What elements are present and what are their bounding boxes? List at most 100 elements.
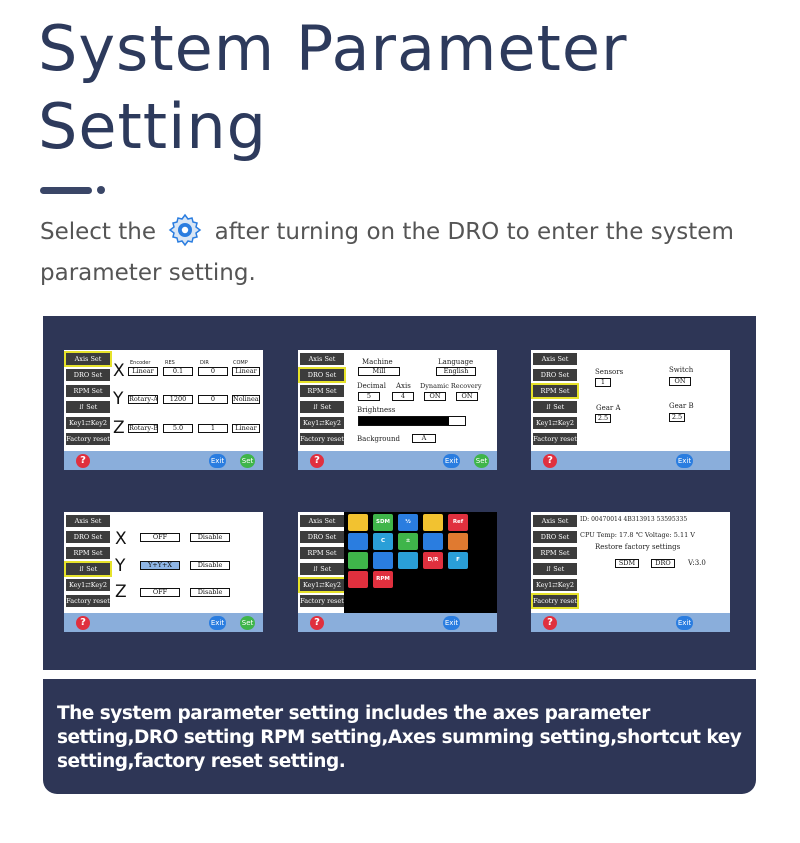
f-icon[interactable]: F xyxy=(448,552,468,569)
menu-sum-set[interactable]: ⇵ Set xyxy=(300,401,344,413)
axis-x-encoder[interactable]: Linear xyxy=(128,367,158,376)
menu-key-swap[interactable]: Key1⇄Key2 xyxy=(66,579,110,591)
axis-x-comp[interactable]: Linear xyxy=(232,367,260,376)
help-button[interactable]: ? xyxy=(310,616,324,630)
menu-sum-set[interactable]: ⇵ Set xyxy=(64,561,112,577)
axis-value[interactable]: 4 xyxy=(392,392,414,401)
menu-axis-set[interactable]: Axis Set xyxy=(533,353,577,365)
axis-x-res[interactable]: 0.1 xyxy=(163,367,193,376)
language-value[interactable]: English xyxy=(436,367,476,376)
face-icon[interactable] xyxy=(448,533,468,550)
exit-button[interactable]: Exit xyxy=(209,616,226,630)
menu-key-swap[interactable]: Key1⇄Key2 xyxy=(533,579,577,591)
gear-a-value[interactable]: 2.5 xyxy=(595,414,611,423)
help-button[interactable]: ? xyxy=(310,454,324,468)
bluetooth-icon[interactable] xyxy=(423,533,443,550)
exit-button[interactable]: Exit xyxy=(209,454,226,468)
menu-factory-reset[interactable]: Factory reset xyxy=(300,433,344,445)
menu-key-swap[interactable]: Key1⇄Key2 xyxy=(298,577,346,593)
sdm-icon[interactable]: SDM xyxy=(373,514,393,531)
recovery-value-1[interactable]: ON xyxy=(424,392,446,401)
set-button[interactable]: Set xyxy=(474,454,489,468)
decimal-value[interactable]: 5 xyxy=(358,392,380,401)
sum-x-formula[interactable]: OFF xyxy=(140,533,180,542)
menu-factory-reset[interactable]: Factory reset xyxy=(66,595,110,607)
set-button[interactable]: Set xyxy=(240,616,255,630)
arrow-icon[interactable] xyxy=(398,552,418,569)
menu-sum-set[interactable]: ⇵ Set xyxy=(533,563,577,575)
exit-button[interactable]: Exit xyxy=(676,454,693,468)
exit-button[interactable]: Exit xyxy=(443,454,460,468)
help-button[interactable]: ? xyxy=(543,616,557,630)
sum-x-state[interactable]: Disable xyxy=(190,533,230,542)
axis-z-encoder[interactable]: Rotary-B xyxy=(128,424,158,433)
axis-y-comp[interactable]: Nolinear xyxy=(232,395,260,404)
machine-value[interactable]: Mill xyxy=(358,367,400,376)
restore-sdm-button[interactable]: SDM xyxy=(615,559,639,568)
menu-key-swap[interactable]: Key1⇄Key2 xyxy=(66,417,110,429)
gear-b-value[interactable]: 2.5 xyxy=(669,413,685,422)
light-icon[interactable] xyxy=(423,514,443,531)
help-button[interactable]: ? xyxy=(543,454,557,468)
menu-dro-set[interactable]: DRO Set xyxy=(298,367,346,383)
rpm-icon[interactable]: RPM xyxy=(373,571,393,588)
axis-y-dir[interactable]: 0 xyxy=(198,395,228,404)
plus-minus-icon[interactable]: ± xyxy=(398,533,418,550)
menu-factory-reset[interactable]: Factory reset xyxy=(66,433,110,445)
settings-icon[interactable] xyxy=(348,533,368,550)
menu-sum-set[interactable]: ⇵ Set xyxy=(533,401,577,413)
axis-z-comp[interactable]: Linear xyxy=(232,424,260,433)
menu-axis-set[interactable]: Axis Set xyxy=(300,353,344,365)
menu-axis-set[interactable]: Axis Set xyxy=(300,515,344,527)
help-icon[interactable] xyxy=(348,571,368,588)
triangle-icon[interactable] xyxy=(373,552,393,569)
menu-dro-set[interactable]: DRO Set xyxy=(66,531,110,543)
sun-icon[interactable] xyxy=(348,514,368,531)
restore-dro-button[interactable]: DRO xyxy=(651,559,675,568)
menu-rpm-set[interactable]: RPM Set xyxy=(533,547,577,559)
sum-y-state[interactable]: Disable xyxy=(190,561,230,570)
menu-dro-set[interactable]: DRO Set xyxy=(300,531,344,543)
axis-x-dir[interactable]: 0 xyxy=(198,367,228,376)
menu-dro-set[interactable]: DRO Set xyxy=(533,369,577,381)
menu-factory-reset[interactable]: Facotry reset xyxy=(531,593,579,609)
axis-z-dir[interactable]: 1 xyxy=(198,424,228,433)
help-button[interactable]: ? xyxy=(76,616,90,630)
set-button[interactable]: Set xyxy=(240,454,255,468)
axis-y-res[interactable]: 1200 xyxy=(163,395,193,404)
menu-dro-set[interactable]: DRO Set xyxy=(533,531,577,543)
calc-icon[interactable]: C xyxy=(373,533,393,550)
menu-factory-reset[interactable]: Factory reset xyxy=(300,595,344,607)
menu-rpm-set[interactable]: RPM Set xyxy=(531,383,579,399)
exit-button[interactable]: Exit xyxy=(676,616,693,630)
d-r-icon[interactable]: D/R xyxy=(423,552,443,569)
axis-y-encoder[interactable]: Rotary-A xyxy=(128,395,158,404)
help-button[interactable]: ? xyxy=(76,454,90,468)
switch-value[interactable]: ON xyxy=(669,377,691,386)
half-icon[interactable]: ½ xyxy=(398,514,418,531)
menu-rpm-set[interactable]: RPM Set xyxy=(300,385,344,397)
menu-rpm-set[interactable]: RPM Set xyxy=(66,547,110,559)
menu-rpm-set[interactable]: RPM Set xyxy=(300,547,344,559)
menu-factory-reset[interactable]: Factory reset xyxy=(533,433,577,445)
brightness-slider[interactable] xyxy=(358,416,466,426)
wave-icon[interactable] xyxy=(348,552,368,569)
sum-z-formula[interactable]: OFF xyxy=(140,588,180,597)
background-value[interactable]: A xyxy=(412,434,436,443)
sum-z-state[interactable]: Disable xyxy=(190,588,230,597)
menu-rpm-set[interactable]: RPM Set xyxy=(66,385,110,397)
menu-key-swap[interactable]: Key1⇄Key2 xyxy=(533,417,577,429)
menu-sum-set[interactable]: ⇵ Set xyxy=(66,401,110,413)
sum-y-formula[interactable]: Y+Y+X xyxy=(140,561,180,570)
menu-key-swap[interactable]: Key1⇄Key2 xyxy=(300,417,344,429)
menu-axis-set[interactable]: Axis Set xyxy=(64,351,112,367)
menu-axis-set[interactable]: Axis Set xyxy=(533,515,577,527)
ref-icon[interactable]: Ref xyxy=(448,514,468,531)
menu-sum-set[interactable]: ⇵ Set xyxy=(300,563,344,575)
menu-axis-set[interactable]: Axis Set xyxy=(66,515,110,527)
exit-button[interactable]: Exit xyxy=(443,616,460,630)
axis-z-res[interactable]: 5.0 xyxy=(163,424,193,433)
sensors-value[interactable]: 1 xyxy=(595,378,611,387)
recovery-value-2[interactable]: ON xyxy=(456,392,478,401)
menu-dro-set[interactable]: DRO Set xyxy=(66,369,110,381)
